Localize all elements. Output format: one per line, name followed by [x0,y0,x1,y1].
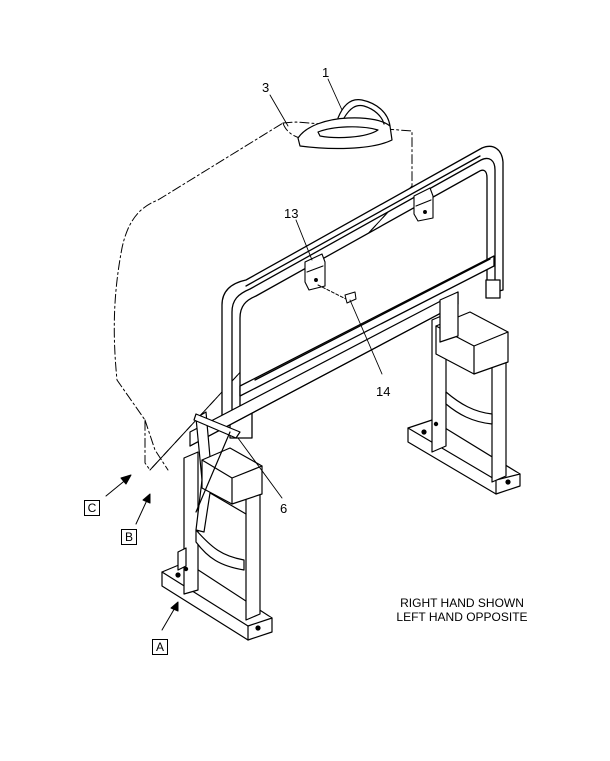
grab-handle [297,98,393,150]
view-label-a: A [152,639,168,655]
screw [317,284,357,304]
leader-lines [237,78,383,499]
view-label-b: B [121,529,137,545]
callout-1: 1 [322,65,330,80]
note-line-1: RIGHT HAND SHOWN [400,596,524,610]
view-arrows [105,474,179,631]
callout-14: 14 [376,384,391,399]
right-leg-stand [407,291,521,495]
callout-13: 13 [284,206,299,221]
orientation-note: RIGHT HAND SHOWN LEFT HAND OPPOSITE [372,596,552,624]
note-line-2: LEFT HAND OPPOSITE [396,610,528,624]
left-leg-stand [161,411,273,641]
callout-6: 6 [280,501,288,516]
callout-3: 3 [262,80,270,95]
backrest-frame [221,145,504,439]
view-label-c: C [84,500,100,516]
tube-clips [304,187,434,291]
